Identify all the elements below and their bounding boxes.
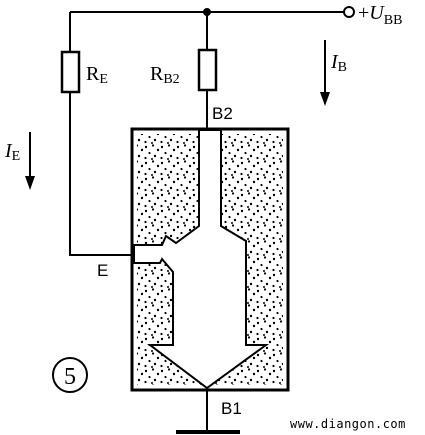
current-path-arrow (133, 129, 270, 390)
base2-branch (197, 12, 218, 129)
re-subscript: E (99, 72, 108, 87)
resistor-re (60, 50, 81, 94)
ujt-body (130, 127, 290, 392)
current-ie-arrow (25, 132, 35, 190)
resistor-re-label: RE (86, 63, 108, 87)
current-ib-label: IB (330, 51, 347, 75)
figure-number-badge: 5 (52, 357, 88, 393)
ie-symbol: I (4, 140, 13, 162)
supply-symbol: U (369, 2, 385, 24)
terminal-e-label: E (97, 261, 108, 280)
supply-rail (70, 6, 355, 18)
figure-number: 5 (64, 364, 76, 390)
ie-subscript: E (12, 149, 21, 164)
supply-subscript: BB (384, 13, 403, 28)
current-ib-arrow (320, 40, 330, 106)
re-symbol: R (86, 63, 100, 85)
supply-label: +UBB (358, 2, 402, 28)
supply-sign: + (358, 2, 369, 24)
supply-terminal (343, 6, 355, 18)
watermark: www.diangon.com (290, 417, 406, 431)
emitter-branch (60, 12, 133, 256)
resistor-rb2-label: RB2 (150, 63, 180, 87)
resistor-rb2 (197, 48, 218, 92)
rb2-symbol: R (150, 63, 164, 85)
terminal-b1-label: B1 (221, 399, 242, 418)
current-ie-label: IE (4, 140, 20, 164)
rb2-subscript: B2 (163, 72, 179, 87)
ib-subscript: B (338, 60, 347, 75)
terminal-b2-label: B2 (212, 104, 233, 123)
ib-symbol: I (330, 51, 339, 73)
base1-lead (176, 388, 240, 434)
